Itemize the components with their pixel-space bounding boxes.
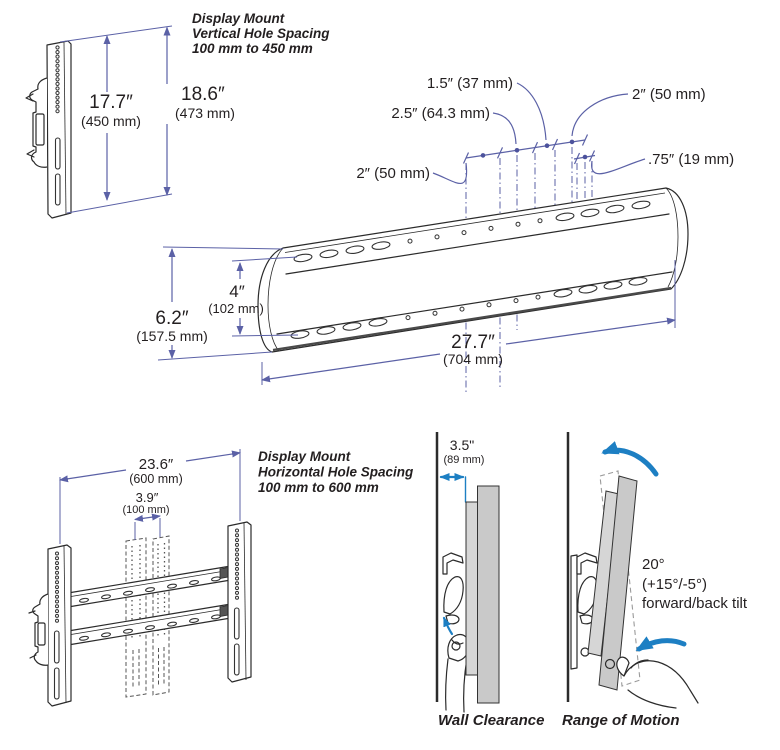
display-side xyxy=(477,485,500,704)
callout-2in-right: 2″ (50 mm) xyxy=(632,86,706,103)
dim-450-mm: (450 mm) xyxy=(81,113,141,129)
dim-17-7-in: 17.7″ xyxy=(89,92,133,113)
dim-89-mm: (89 mm) xyxy=(444,454,485,466)
plate-top-hole-row xyxy=(293,200,651,263)
dim-102-mm: (102 mm) xyxy=(208,301,264,316)
tilt-description: forward/back tilt xyxy=(642,595,748,612)
dim-157-5-mm: (157.5 mm) xyxy=(136,328,208,344)
hole-spacing-callouts: 1.5″ (37 mm) 2″ (50 mm) 2.5″ (64.3 mm) 2… xyxy=(356,75,734,392)
horizontal-spacing-heading: Display Mount Horizontal Hole Spacing 10… xyxy=(258,449,414,495)
range-of-motion-figure: 20° (+15°/-5°) forward/back tilt Range o… xyxy=(562,432,748,729)
tilt-arrow-bottom xyxy=(635,636,687,652)
tilt-arrow-top xyxy=(601,441,659,477)
side-view-mount xyxy=(25,40,72,219)
heading-line-3: 100 mm to 600 mm xyxy=(258,480,379,495)
plate-bottom-hole-row xyxy=(290,277,648,339)
dim-23-6-in: 23.6″ xyxy=(139,456,174,473)
tilt-range: (+15°/-5°) xyxy=(642,576,707,593)
dashed-rail-right xyxy=(152,535,170,696)
tilt-angle: 20° xyxy=(642,556,665,573)
wall-plate-bars-front xyxy=(67,562,250,646)
heading-line-2: Horizontal Hole Spacing xyxy=(258,465,414,480)
dim-18-6-in: 18.6″ xyxy=(181,84,225,105)
callout-075in: .75″ (19 mm) xyxy=(648,151,734,168)
callout-2-5in: 2.5″ (64.3 mm) xyxy=(391,105,490,122)
heading-line-1: Display Mount xyxy=(258,449,351,464)
wall-plate xyxy=(257,187,689,353)
dim-6-2-in: 6.2″ xyxy=(155,308,188,329)
display-adapter-side xyxy=(465,501,478,676)
horizontal-spacing-dimensions: 23.6″ (600 mm) 3.9″ (100 mm) xyxy=(59,449,241,544)
front-view-mount: 23.6″ (600 mm) 3.9″ (100 mm) Display Mou… xyxy=(28,449,414,707)
dim-600-mm: (600 mm) xyxy=(129,472,182,486)
dim-3-5-in: 3.5" xyxy=(450,437,474,453)
dashed-rail-left xyxy=(125,537,147,698)
left-rail xyxy=(28,544,72,707)
wall-clearance-figure: 3.5" (89 mm) Wall Clearance xyxy=(435,432,544,729)
dim-4-in: 4″ xyxy=(229,282,244,301)
vertical-spacing-dimensions: 17.7″ (450 mm) 18.6″ (473 mm) xyxy=(59,25,235,214)
right-rail xyxy=(227,521,252,683)
callout-2in-left: 2″ (50 mm) xyxy=(356,165,430,182)
display-tilted xyxy=(598,475,638,691)
dim-704-mm: (704 mm) xyxy=(443,351,503,367)
dim-27-7-in: 27.7″ xyxy=(451,332,495,353)
dim-100-mm: (100 mm) xyxy=(122,504,169,516)
display-adapter-tilted xyxy=(587,490,620,657)
hand-wall-clearance xyxy=(445,633,470,713)
heading-line-3: 100 mm to 450 mm xyxy=(192,41,313,56)
range-of-motion-caption: Range of Motion xyxy=(562,712,679,729)
vertical-spacing-heading: Display Mount Vertical Hole Spacing 100 … xyxy=(192,11,330,56)
vertical-hole-column xyxy=(55,45,60,114)
heading-line-1: Display Mount xyxy=(192,11,285,26)
wall-clearance-caption: Wall Clearance xyxy=(438,712,544,729)
mount-profile xyxy=(442,552,464,625)
callout-1-5in: 1.5″ (37 mm) xyxy=(427,75,513,92)
heading-line-2: Vertical Hole Spacing xyxy=(192,26,330,41)
mount-profile xyxy=(570,552,598,670)
plate-dimensions: 4″ (102 mm) 6.2″ (157.5 mm) 27.7″ (704 m… xyxy=(136,246,676,385)
hand-range-of-motion xyxy=(604,656,699,709)
dim-3-9-in: 3.9″ xyxy=(136,490,159,505)
release-arrow xyxy=(442,616,454,636)
dim-473-mm: (473 mm) xyxy=(175,105,235,121)
